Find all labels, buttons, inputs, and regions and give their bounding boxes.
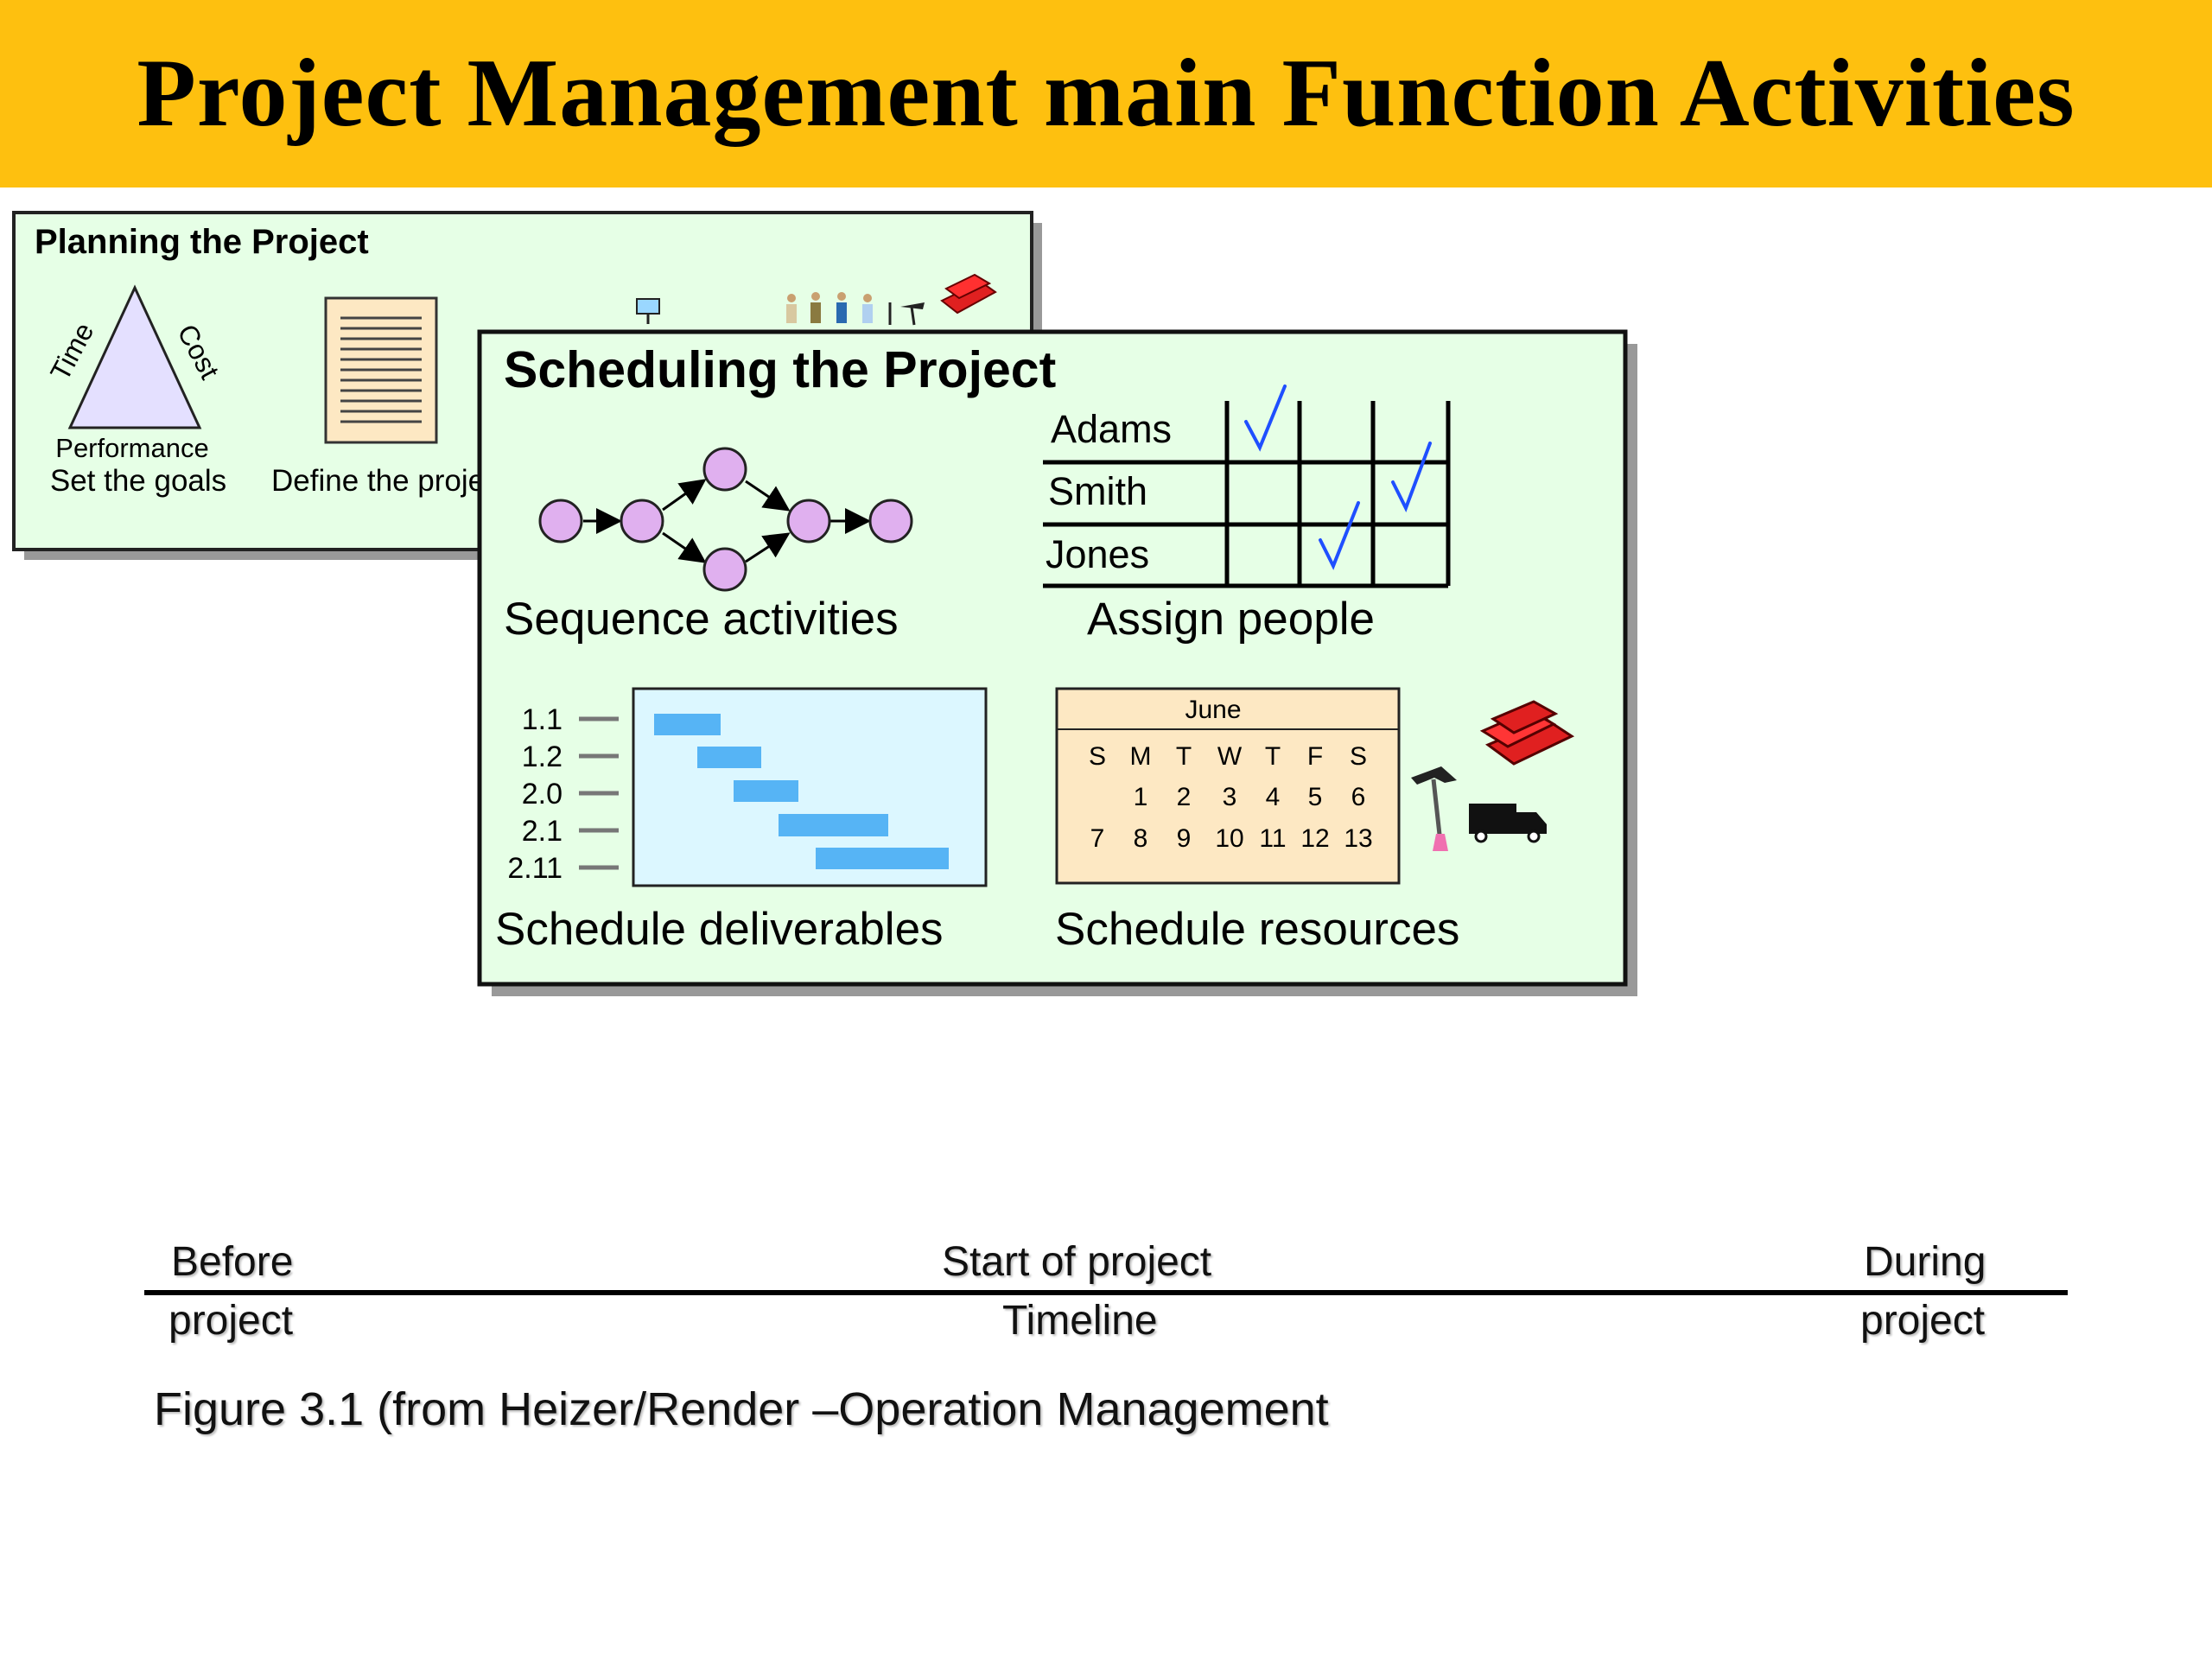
- person-smith: Smith: [1048, 469, 1147, 513]
- goals-triangle: [67, 284, 202, 429]
- calendar-cell: 8: [1134, 824, 1148, 853]
- calendar-cell: F: [1307, 742, 1323, 771]
- person-jones: Jones: [1046, 532, 1149, 576]
- gantt-bar: [654, 714, 721, 735]
- calendar-cell: W: [1217, 742, 1243, 771]
- schedule-deliverables-label: Schedule deliverables: [495, 904, 944, 955]
- calendar-cell: 13: [1344, 824, 1372, 853]
- gantt-bar: [779, 814, 888, 836]
- bricks-icon: [1479, 700, 1575, 766]
- scheduling-panel: Scheduling the Project Sequence activiti…: [477, 329, 1637, 996]
- deliverable-item-label: 2.1: [522, 815, 563, 848]
- assign-people-label: Assign people: [1087, 594, 1375, 645]
- figure-caption: Figure 3.1 (from Heizer/Render –Operatio…: [154, 1383, 1329, 1435]
- check-icon: [1391, 442, 1432, 513]
- scheduling-title: Scheduling the Project: [504, 341, 1056, 398]
- calendar-cell: 11: [1259, 824, 1286, 853]
- gantt-bar: [697, 747, 761, 768]
- calendar-cell: T: [1265, 742, 1281, 771]
- truck-icon: [1469, 804, 1547, 843]
- calendar-cell: 9: [1177, 824, 1192, 853]
- calendar-cell: T: [1176, 742, 1192, 771]
- calendar-cell: 5: [1308, 783, 1323, 811]
- person-adams: Adams: [1051, 407, 1172, 451]
- calendar-cell: S: [1089, 742, 1106, 771]
- assign-grid: [1043, 401, 1451, 588]
- sequence-activities-label: Sequence activities: [504, 594, 899, 645]
- timeline-line: [144, 1290, 2068, 1295]
- calendar-cell: 12: [1300, 824, 1329, 853]
- triangle-performance-label: Performance: [55, 433, 208, 463]
- check-icon: [1244, 385, 1287, 452]
- document-icon: [324, 296, 438, 444]
- project-figure: Planning the Project Time Cost Performan…: [12, 211, 1637, 996]
- calendar-cell: 10: [1215, 824, 1243, 853]
- deliverable-item-label: 2.11: [507, 852, 563, 885]
- calendar-cell: 4: [1266, 783, 1281, 811]
- network-nodes: [538, 447, 913, 592]
- set-goals-label: Set the goals: [50, 464, 226, 498]
- bricks-small-icon: [940, 273, 997, 315]
- hammer-icon: [1411, 766, 1457, 851]
- planning-title: Planning the Project: [35, 223, 369, 261]
- before-label-bottom: project: [168, 1298, 294, 1344]
- deliverable-item-label: 1.1: [522, 703, 563, 736]
- title-banner: Project Management main Function Activit…: [0, 0, 2212, 188]
- activity-network: [583, 479, 871, 563]
- gantt-bars: [654, 714, 949, 869]
- before-label-top: Before: [171, 1239, 294, 1285]
- calendar-month: June: [1185, 696, 1241, 724]
- during-label-top: During: [1864, 1239, 1986, 1285]
- deliverable-item-label: 1.2: [522, 741, 563, 773]
- calendar-cell: 7: [1090, 824, 1105, 853]
- calendar-cell: M: [1130, 742, 1152, 771]
- deliverable-items: 1.1 1.2 2.0 2.1 2.11: [507, 703, 619, 885]
- timeline-label: Timeline: [1002, 1298, 1158, 1344]
- schedule-resources-label: Schedule resources: [1055, 904, 1459, 955]
- calendar-cell: 2: [1177, 783, 1192, 811]
- monitor-icon: [636, 298, 660, 324]
- calendar-cell: 3: [1223, 783, 1237, 811]
- hammer-small-icon: [888, 302, 925, 326]
- deliverable-item-label: 2.0: [522, 778, 563, 810]
- during-label-bottom: project: [1860, 1298, 1986, 1344]
- start-of-project-label: Start of project: [942, 1239, 1212, 1285]
- calendar-cell: S: [1350, 742, 1367, 771]
- calendar-cell: 6: [1351, 783, 1366, 811]
- people-icon: [786, 292, 873, 323]
- define-project-label: Define the proje: [271, 464, 485, 498]
- page-title: Project Management main Function Activit…: [137, 40, 2075, 147]
- gantt-bar: [816, 848, 949, 869]
- check-icon: [1319, 501, 1360, 570]
- check-icons: [1244, 385, 1432, 570]
- gantt-bar: [734, 780, 798, 802]
- calendar-cell: 1: [1134, 783, 1148, 811]
